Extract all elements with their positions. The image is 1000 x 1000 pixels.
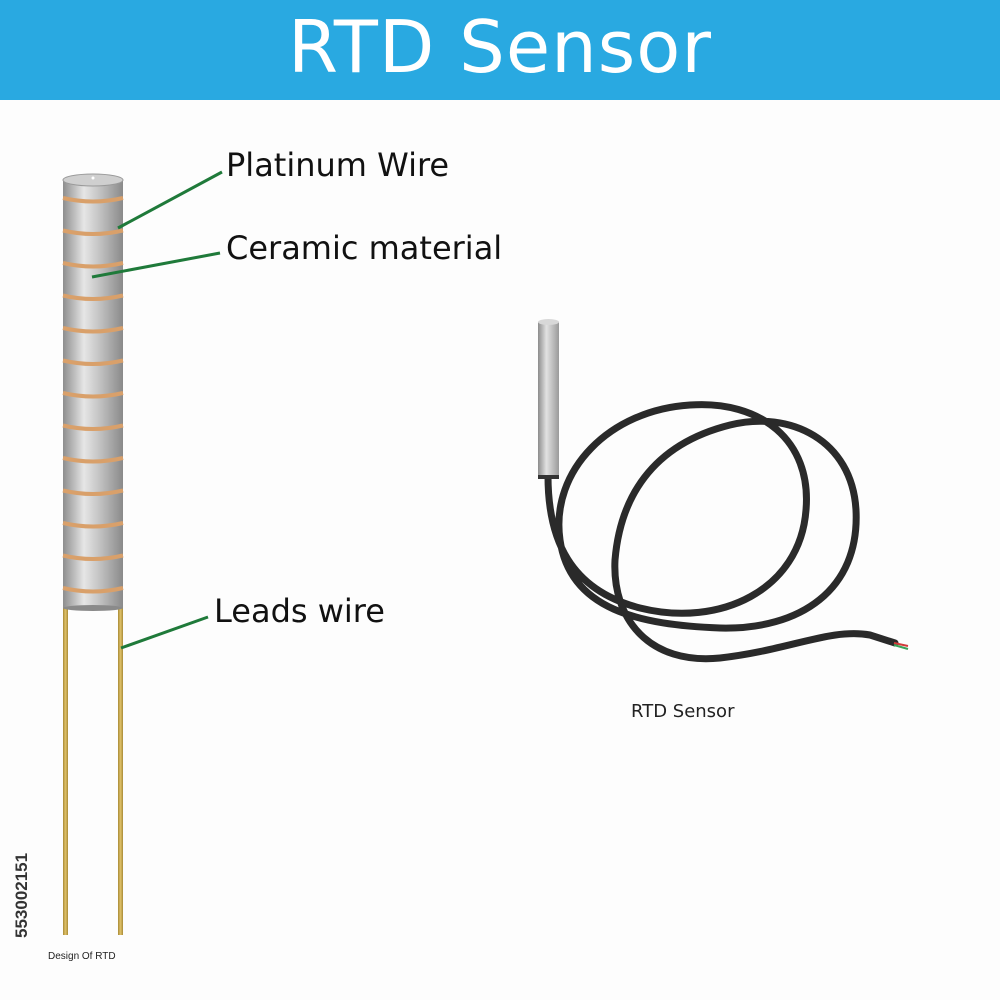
stock-id-text: 553002151 [12, 852, 31, 938]
lead-wire-right [118, 605, 123, 935]
rtd-sensor-illustration [538, 319, 909, 663]
platinum-wire-turn [62, 228, 124, 236]
label-ceramic-material: Ceramic material [226, 229, 503, 267]
ceramic-cylinder [62, 173, 124, 611]
sensor-cable [544, 401, 899, 663]
platinum-wire-turn [62, 423, 124, 431]
label-leads-wire: Leads wire [214, 592, 385, 630]
page-title: RTD Sensor [288, 5, 712, 89]
platinum-wire-turn [62, 358, 124, 366]
sensor-probe [538, 322, 559, 477]
title-bar-background [0, 0, 1000, 100]
platinum-wire-turn [62, 553, 124, 561]
caption-design-of-rtd: Design Of RTD [48, 951, 116, 962]
callout-line-leads [120, 615, 209, 650]
callout-line-ceramic [91, 251, 221, 279]
platinum-wire-turn [62, 488, 124, 496]
lead-wire-left [63, 605, 68, 935]
platinum-wire-turn [62, 261, 124, 269]
label-platinum-wire: Platinum Wire [226, 146, 450, 184]
platinum-wire-windings [62, 196, 124, 594]
platinum-wire-turn [62, 456, 124, 464]
caption-rtd-sensor: RTD Sensor [631, 701, 735, 722]
platinum-wire-turn [62, 391, 124, 399]
platinum-wire-turn [62, 326, 124, 334]
title-bar: RTD Sensor [0, 0, 1000, 100]
platinum-wire-turn [62, 196, 124, 204]
platinum-wire-turn [62, 293, 124, 301]
platinum-wire-turn [62, 586, 124, 594]
platinum-wire-turn [62, 521, 124, 529]
callout-line-platinum [117, 170, 223, 230]
